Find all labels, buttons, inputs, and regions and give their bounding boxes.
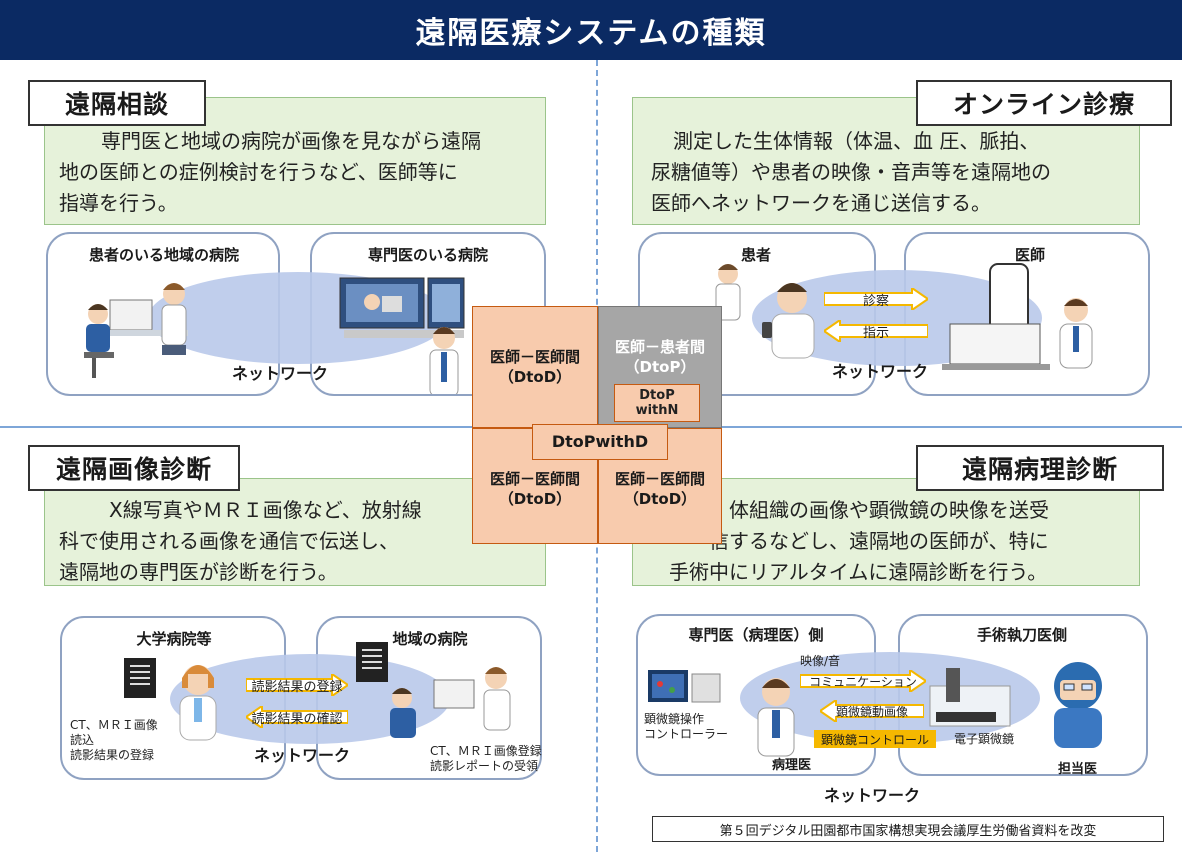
online-arrow-right: 診察 <box>824 288 928 310</box>
center-dtod-bottom-left-line-1: 医師－医師間 <box>489 470 580 488</box>
arrow-left-icon <box>246 706 348 728</box>
imaging-right-note-line-2: 読影レポートの受領 <box>430 759 539 773</box>
center-dtop-line-2: （DtoP） <box>624 358 696 376</box>
pathology-control-bar: 顕微鏡コントロール <box>814 730 936 748</box>
online-left-label: 患者 <box>740 246 771 264</box>
online-desc-line-2: 尿糖値等）や患者の映像・音声等を遠隔地の <box>651 160 1051 184</box>
center-dtod-bottom-left-line-2: （DtoD） <box>498 490 572 508</box>
center-dtop-top-right: 医師－患者間 （DtoP） <box>598 306 722 428</box>
imaging-right-label: 地域の病院 <box>392 630 468 648</box>
pathology-desc-line-3: 手術中にリアルタイムに遠隔診断を行う。 <box>669 560 1048 584</box>
pathology-right-label: 手術執刀医側 <box>976 626 1067 644</box>
imaging-arrow-right: 読影結果の登録 <box>246 674 348 696</box>
pathology-title: 遠隔病理診断 <box>916 445 1164 491</box>
pathology-right-note: 電子顕微鏡 <box>954 732 1015 746</box>
pathology-left-note-line-2: コントローラー <box>644 727 729 741</box>
center-dtop-withn-line-2: withN <box>635 403 679 418</box>
consult-desc-line-2: 地の医師との症例検討を行うなど、医師等に <box>59 160 458 184</box>
specialist-monitor-illustration <box>339 277 465 394</box>
arrow-right-icon <box>824 288 928 310</box>
consult-left-label: 患者のいる地域の病院 <box>88 246 239 264</box>
online-arrow-left-label: 指示 <box>862 325 889 341</box>
consult-title: 遠隔相談 <box>28 80 206 126</box>
header-bar: 遠隔医療システムの種類 <box>0 0 1182 60</box>
imaging-right-note-line-1: CT、ＭＲＩ画像登録 <box>430 744 542 758</box>
doctor-patient-consult-illustration <box>84 283 188 378</box>
pathology-arrow-left-label: 顕微鏡動画像 <box>835 704 908 719</box>
online-network-label: ネットワーク <box>832 362 929 381</box>
center-dtop-withn-line-1: DtoP <box>639 388 675 403</box>
pathology-left-label: 専門医（病理医）側 <box>688 626 824 644</box>
page-title: 遠隔医療システムの種類 <box>415 16 767 51</box>
imaging-arrow-left: 読影結果の確認 <box>246 706 348 728</box>
center-dtod-bottom-right-line-2: （DtoD） <box>623 490 697 508</box>
imaging-arrow-left-label: 読影結果の確認 <box>251 711 343 727</box>
center-dtod-top-left: 医師－医師間 （DtoD） <box>472 306 598 428</box>
center-dtopwithd: DtoPwithD <box>532 424 668 460</box>
xray-doctor-illustration <box>124 658 217 741</box>
imaging-right-note: CT、ＭＲＩ画像登録 読影レポートの受領 <box>430 744 542 774</box>
imaging-left-note: CT、ＭＲＩ画像 読込 読影結果の登録 <box>70 718 158 763</box>
arrow-left-icon <box>824 320 928 342</box>
imaging-arrow-right-label: 読影結果の登録 <box>251 679 343 695</box>
consult-network-label: ネットワーク <box>232 364 329 383</box>
imaging-left-label: 大学病院等 <box>136 630 212 648</box>
online-desc-line-1: 測定した生体情報（体温、血 圧、脈拍、 <box>673 129 1040 153</box>
pathology-av-label-top: 映像/音 <box>800 654 841 668</box>
online-title: オンライン診療 <box>916 80 1172 126</box>
center-dtod-bottom-right-line-1: 医師－医師間 <box>614 470 705 488</box>
source-credit: 第５回デジタル田園都市国家構想実現会議厚生労働省資料を改変 <box>652 816 1164 842</box>
pathology-arrow-left: 顕微鏡動画像 <box>820 700 924 722</box>
imaging-description: X線写真やＭＲＩ画像など、放射線 科で使用される画像を通信で伝送し、 遠隔地の専… <box>44 478 546 586</box>
pathology-desc-line-2: 信するなどし、遠隔地の医師が、特に <box>709 529 1049 553</box>
pathology-network-label: ネットワーク <box>824 786 921 805</box>
consult-desc-line-1: 専門医と地域の病院が画像を見ながら遠隔 <box>101 129 481 153</box>
pathologist-illustration <box>648 670 795 757</box>
pathology-arrow-right: コミュニケーション <box>800 670 926 692</box>
center-dtod-top-left-line-2: （DtoD） <box>498 368 572 386</box>
imaging-desc-line-1: X線写真やＭＲＩ画像など、放射線 <box>109 498 422 522</box>
doctor-laptop-illustration <box>942 263 1093 370</box>
arrow-right-icon <box>800 670 926 692</box>
pathology-desc-line-1: 体組織の画像や顕微鏡の映像を送受 <box>729 498 1049 522</box>
surgeon-microscope-illustration <box>929 662 1102 748</box>
consult-desc-line-3: 指導を行う。 <box>59 191 178 215</box>
center-dtod-top-left-line-1: 医師－医師間 <box>489 348 580 366</box>
consult-right-label: 専門医のいる病院 <box>367 246 488 264</box>
center-dtop-line-1: 医師－患者間 <box>614 338 705 356</box>
patient-illustration <box>715 264 815 359</box>
online-desc-line-3: 医師へネットワークを通じ送信する。 <box>651 191 991 215</box>
pathology-left-person: 病理医 <box>772 758 812 773</box>
pathology-arrow-right-label: コミュニケーション <box>809 674 917 689</box>
online-right-label: 医師 <box>1014 246 1045 264</box>
arrow-right-icon <box>246 674 348 696</box>
xray-regional-illustration <box>356 642 511 738</box>
imaging-left-note-line-3: 読影結果の登録 <box>70 748 155 762</box>
arrow-left-icon <box>820 700 924 722</box>
imaging-desc-line-2: 科で使用される画像を通信で伝送し、 <box>59 529 399 553</box>
pathology-left-note-line-1: 顕微鏡操作 <box>644 712 705 726</box>
center-dtop-withn: DtoP withN <box>614 384 700 422</box>
imaging-left-note-line-2: 読込 <box>70 733 95 747</box>
online-arrow-left: 指示 <box>824 320 928 342</box>
pathology-right-person: 担当医 <box>1058 762 1098 777</box>
imaging-left-note-line-1: CT、ＭＲＩ画像 <box>70 718 158 732</box>
imaging-desc-line-3: 遠隔地の専門医が診断を行う。 <box>59 560 338 584</box>
online-arrow-right-label: 診察 <box>862 293 889 309</box>
pathology-left-note: 顕微鏡操作 コントローラー <box>644 712 728 742</box>
imaging-network-label: ネットワーク <box>254 746 351 765</box>
consult-description: 専門医と地域の病院が画像を見ながら遠隔 地の医師との症例検討を行うなど、医師等に… <box>44 97 546 225</box>
imaging-title: 遠隔画像診断 <box>28 445 240 491</box>
